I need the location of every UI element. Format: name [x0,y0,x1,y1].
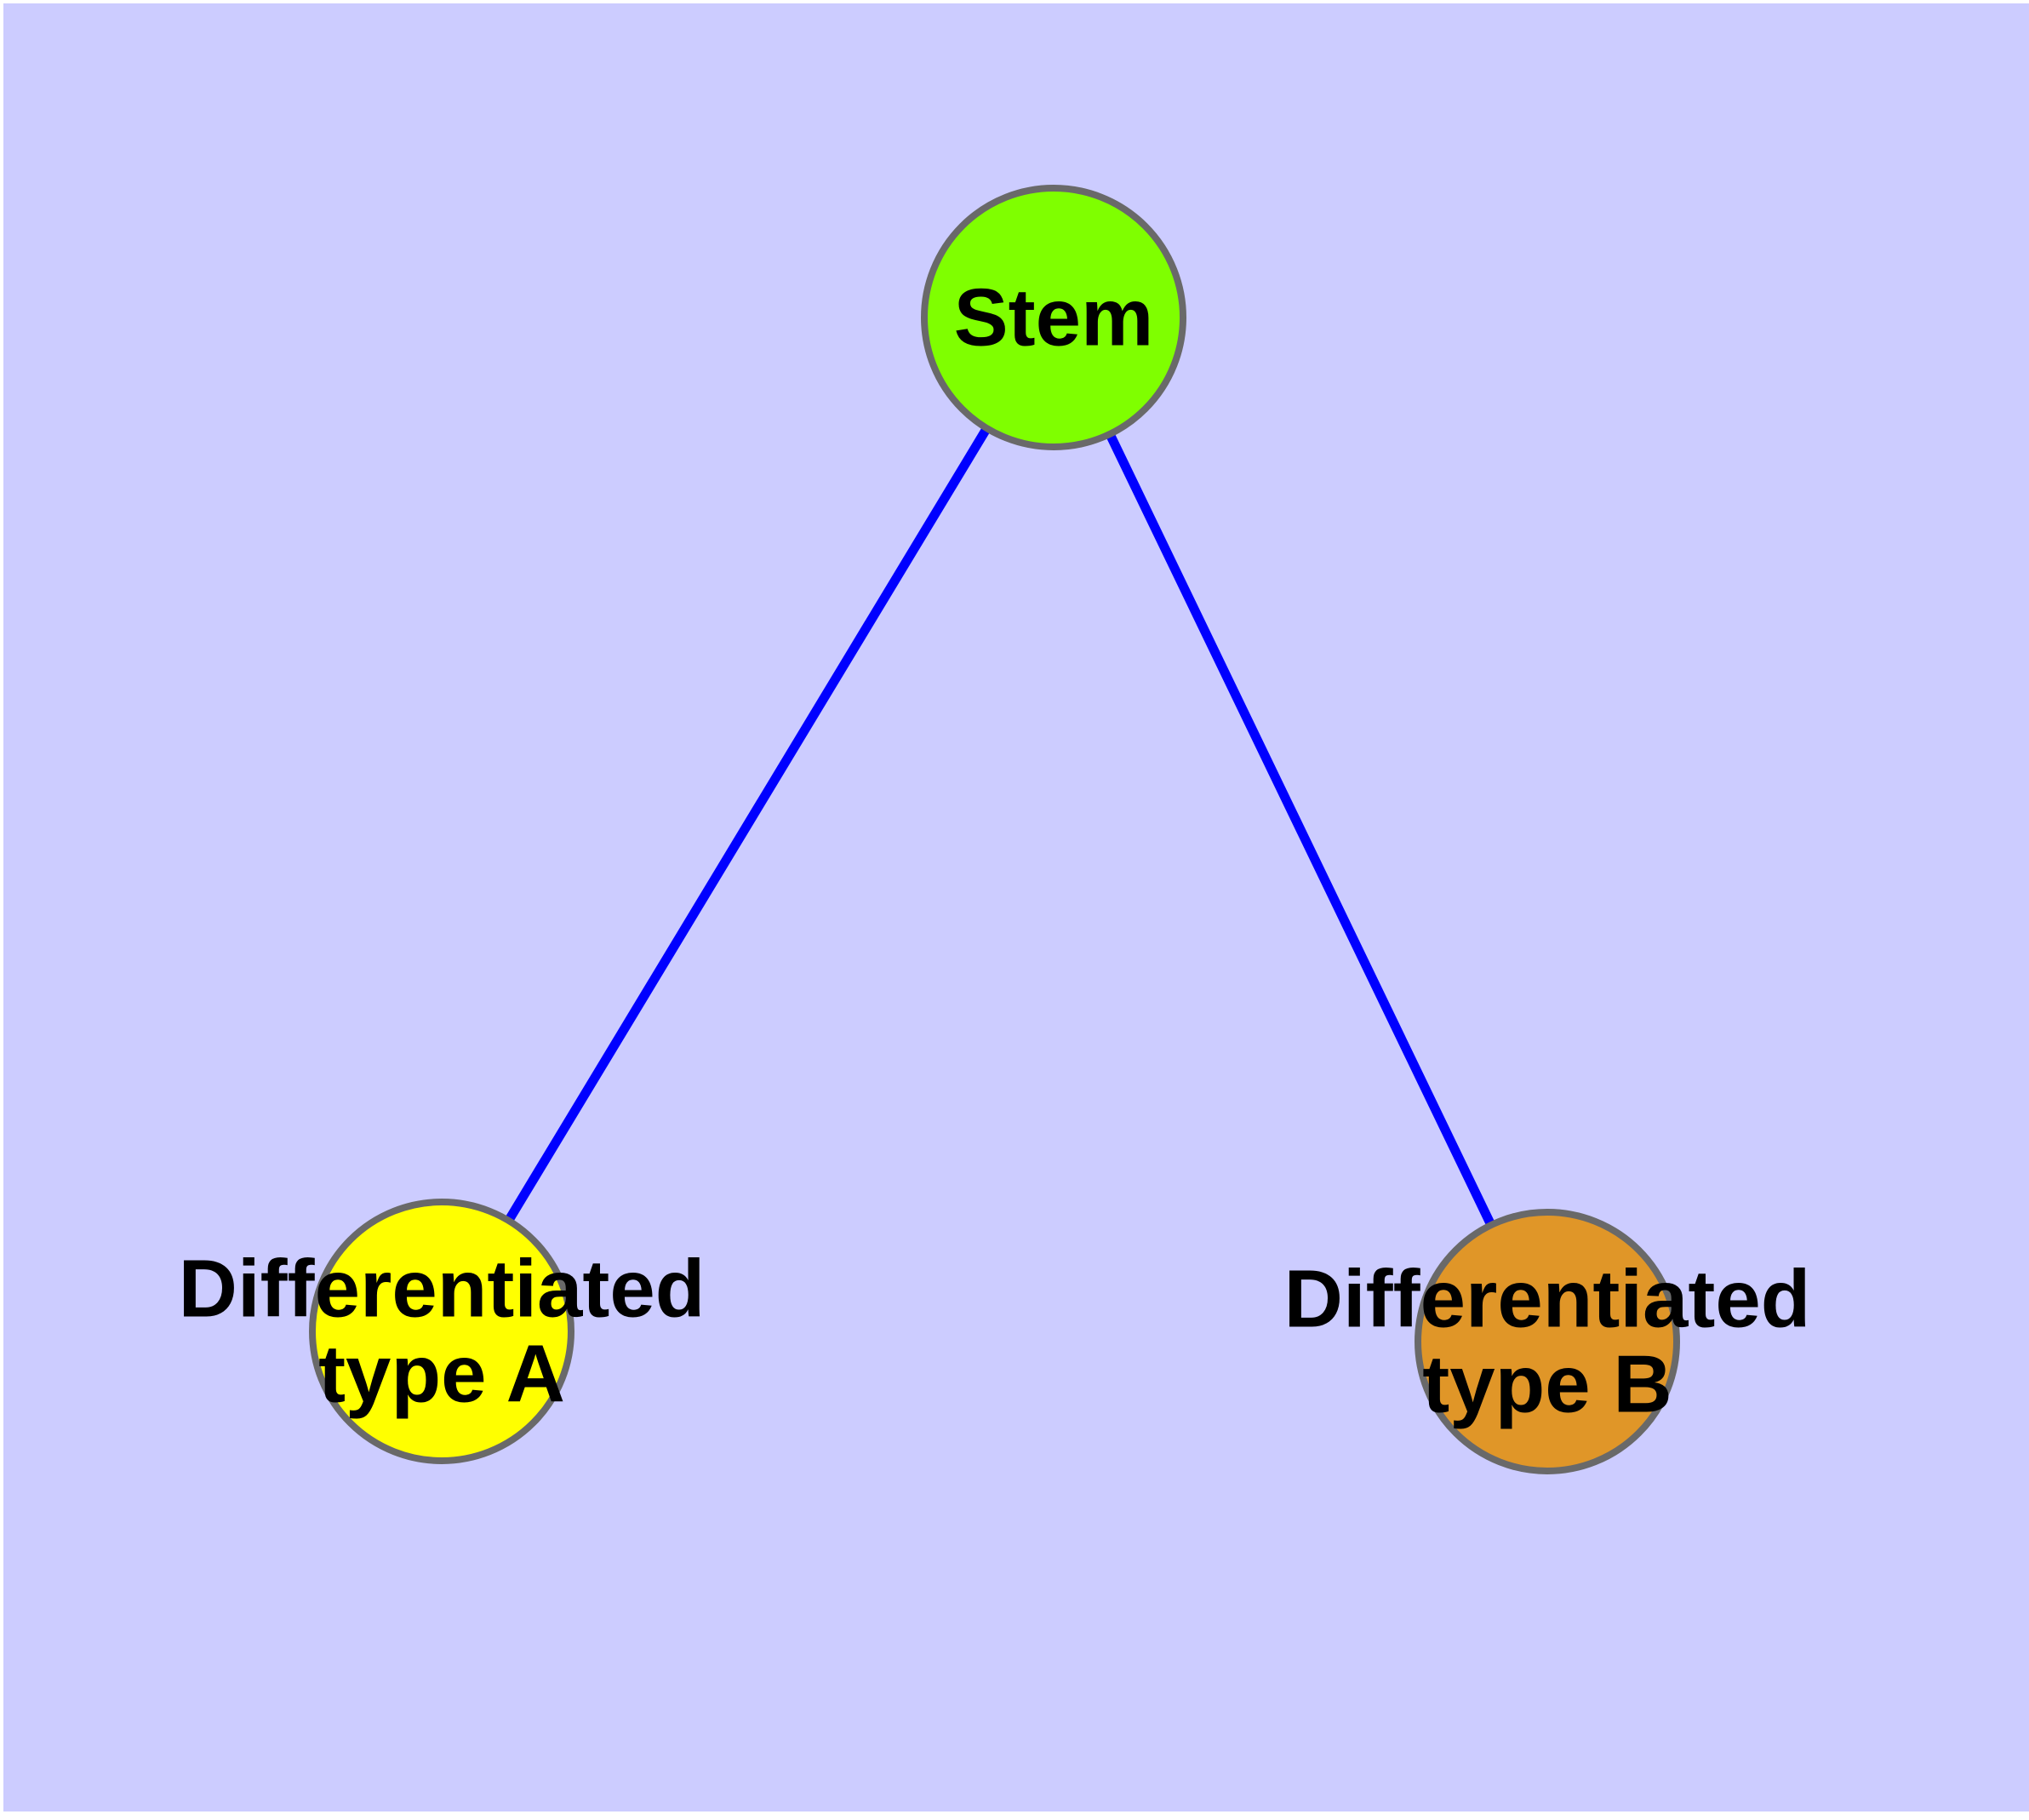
edges-layer [502,422,1497,1231]
edge-stem-to-differentiated-type-b[interactable] [1104,428,1497,1231]
node-differentiated-type-b[interactable] [1415,1209,1680,1474]
nodes-layer [309,185,1680,1474]
node-differentiated-type-a[interactable] [309,1199,574,1464]
edge-stem-to-differentiated-type-a[interactable] [502,422,993,1227]
node-stem[interactable] [921,185,1186,450]
node-label-stem: Stem [954,272,1154,363]
